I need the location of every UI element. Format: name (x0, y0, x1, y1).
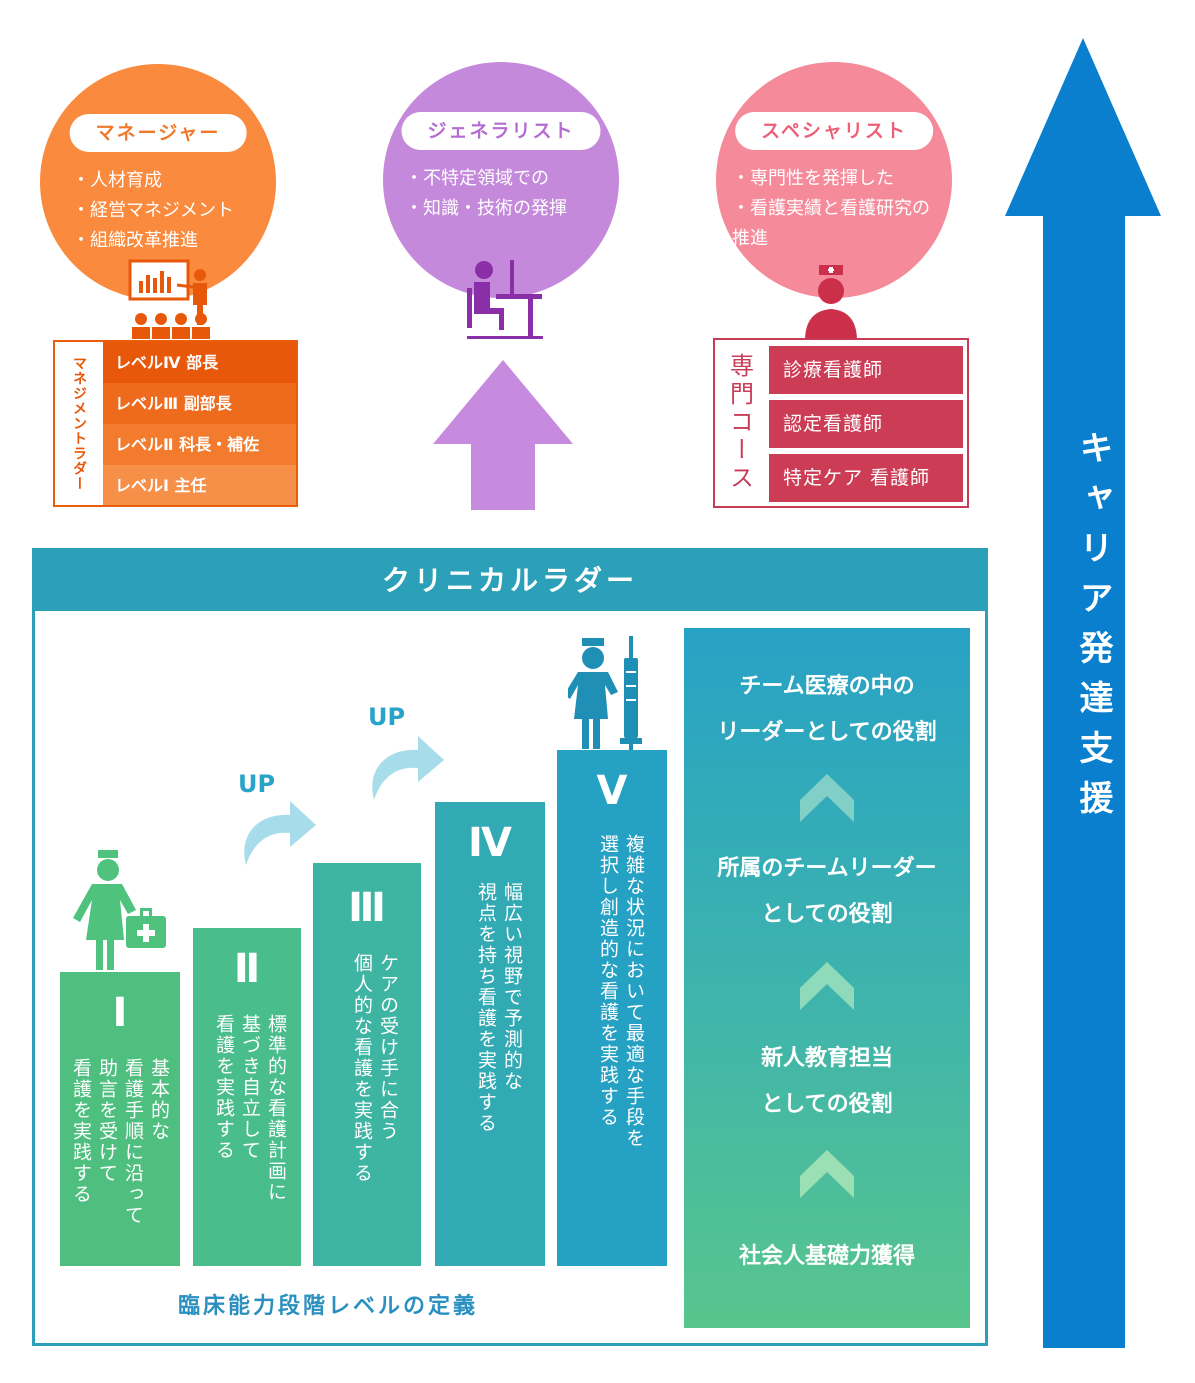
step-numeral: Ⅳ (468, 820, 512, 866)
manager-bullet: ・経営マネジメント (72, 200, 234, 221)
manager-bullets: ・人材育成 ・経営マネジメント ・組織改革推進 (72, 166, 234, 256)
career-development-label: キャリア発達支援 (1073, 430, 1113, 830)
generalist-bullet: ・不特定領域での (405, 168, 549, 189)
role-basic-social-skills: 社会人基礎力獲得 (738, 1244, 915, 1269)
ladder-step-1: Ⅰ 基本的な 看護手順に沿って 助言を受けて 看護を実践する (60, 972, 180, 1266)
specialist-circle: スペシャリスト ・専門性を発揮した ・看護実績と看護研究の 推進 (716, 62, 952, 298)
generalist-bullets: ・不特定領域での ・知識・技術の発揮 (405, 164, 567, 224)
manager-bullet: ・組織改革推進 (72, 230, 198, 251)
up-label: UP (238, 770, 276, 798)
specialist-bullets: ・専門性を発揮した ・看護実績と看護研究の 推進 (732, 164, 930, 254)
management-level-4: レベルⅣ 部長 (103, 342, 296, 383)
specialist-course-label: 専門コース (725, 353, 754, 493)
clinical-level-definition: 臨床能力段階レベルの定義 (178, 1294, 479, 1319)
management-level-2: レベルⅡ 科長・補佐 (103, 424, 296, 465)
nurse-bust-icon (805, 265, 857, 341)
role-unit-team-leader: 所属のチームリーダー としての役割 (717, 856, 937, 927)
up-arrow (433, 360, 573, 510)
management-level-1: レベルⅠ 主任 (103, 465, 296, 505)
manager-title: マネージャー (69, 114, 247, 152)
specialist-bullet: ・看護実績と看護研究の (732, 198, 930, 219)
generalist-circle: ジェネラリスト ・不特定領域での ・知識・技術の発揮 (383, 62, 619, 298)
clinical-ladder-title: クリニカルラダー (35, 551, 985, 611)
course-specified-care-nurse: 特定ケア 看護師 (769, 454, 963, 502)
management-level-3: レベルⅢ 副部長 (103, 383, 296, 424)
career-arrow (1005, 38, 1161, 1348)
specialist-bullet: 推進 (732, 228, 768, 249)
step-description: 複雑な状況において最適な手段を 選択し創造的な看護を実践する (597, 834, 645, 1149)
specialist-course-box: 専門コース 診療看護師 認定看護師 特定ケア 看護師 (713, 338, 969, 508)
role-column: チーム医療の中の リーダーとしての役割 所属のチームリーダー としての役割 新人… (684, 628, 970, 1328)
step-description: ケアの受け手に合う 個人的な看護を実践する (351, 953, 399, 1184)
role-new-staff-educator: 新人教育担当 としての役割 (760, 1046, 893, 1117)
desk-worker-icon (467, 260, 543, 339)
role-leader-in-team-medicine: チーム医療の中の リーダーとしての役割 (717, 674, 937, 745)
ladder-step-4: Ⅳ 幅広い視野で予測的な 視点を持ち看護を実践する (435, 802, 545, 1266)
curved-up-arrow (244, 801, 316, 865)
management-ladder: マネジメントラダー レベルⅣ 部長 レベルⅢ 副部長 レベルⅡ 科長・補佐 レベ… (53, 340, 298, 507)
presentation-icon (128, 259, 210, 339)
generalist-title: ジェネラリスト (401, 112, 601, 150)
step-description: 基本的な 看護手順に沿って 助言を受けて 看護を実践する (70, 1058, 170, 1226)
chevron-up-icon (800, 962, 854, 1010)
ladder-step-5: Ⅴ 複雑な状況において最適な手段を 選択し創造的な看護を実践する (557, 750, 667, 1266)
chevron-up-icon (800, 774, 854, 822)
chevron-up-icon (800, 1150, 854, 1198)
specialist-bullet: ・専門性を発揮した (732, 168, 894, 189)
ladder-step-2: Ⅱ 標準的な看護計画に 基づき自立して 看護を実践する (193, 928, 301, 1266)
management-ladder-label: マネジメントラダー (71, 356, 87, 491)
step-numeral: Ⅱ (233, 946, 261, 992)
curved-up-arrow (372, 736, 444, 800)
nurse-syringe-icon (568, 636, 642, 752)
generalist-bullet: ・知識・技術の発揮 (405, 198, 567, 219)
step-description: 標準的な看護計画に 基づき自立して 看護を実践する (213, 1014, 287, 1203)
step-description: 幅広い視野で予測的な 視点を持ち看護を実践する (475, 882, 523, 1134)
manager-bullet: ・人材育成 (72, 170, 162, 191)
step-numeral: Ⅰ (112, 990, 128, 1036)
specialist-title: スペシャリスト (735, 112, 933, 150)
ladder-step-3: Ⅲ ケアの受け手に合う 個人的な看護を実践する (313, 863, 421, 1266)
step-numeral: Ⅲ (348, 885, 386, 931)
course-certified-nurse: 認定看護師 (769, 400, 963, 448)
nurse-first-aid-icon (73, 850, 166, 970)
up-label: UP (368, 703, 406, 731)
course-nurse-practitioner: 診療看護師 (769, 346, 963, 394)
step-numeral: Ⅴ (596, 768, 628, 814)
